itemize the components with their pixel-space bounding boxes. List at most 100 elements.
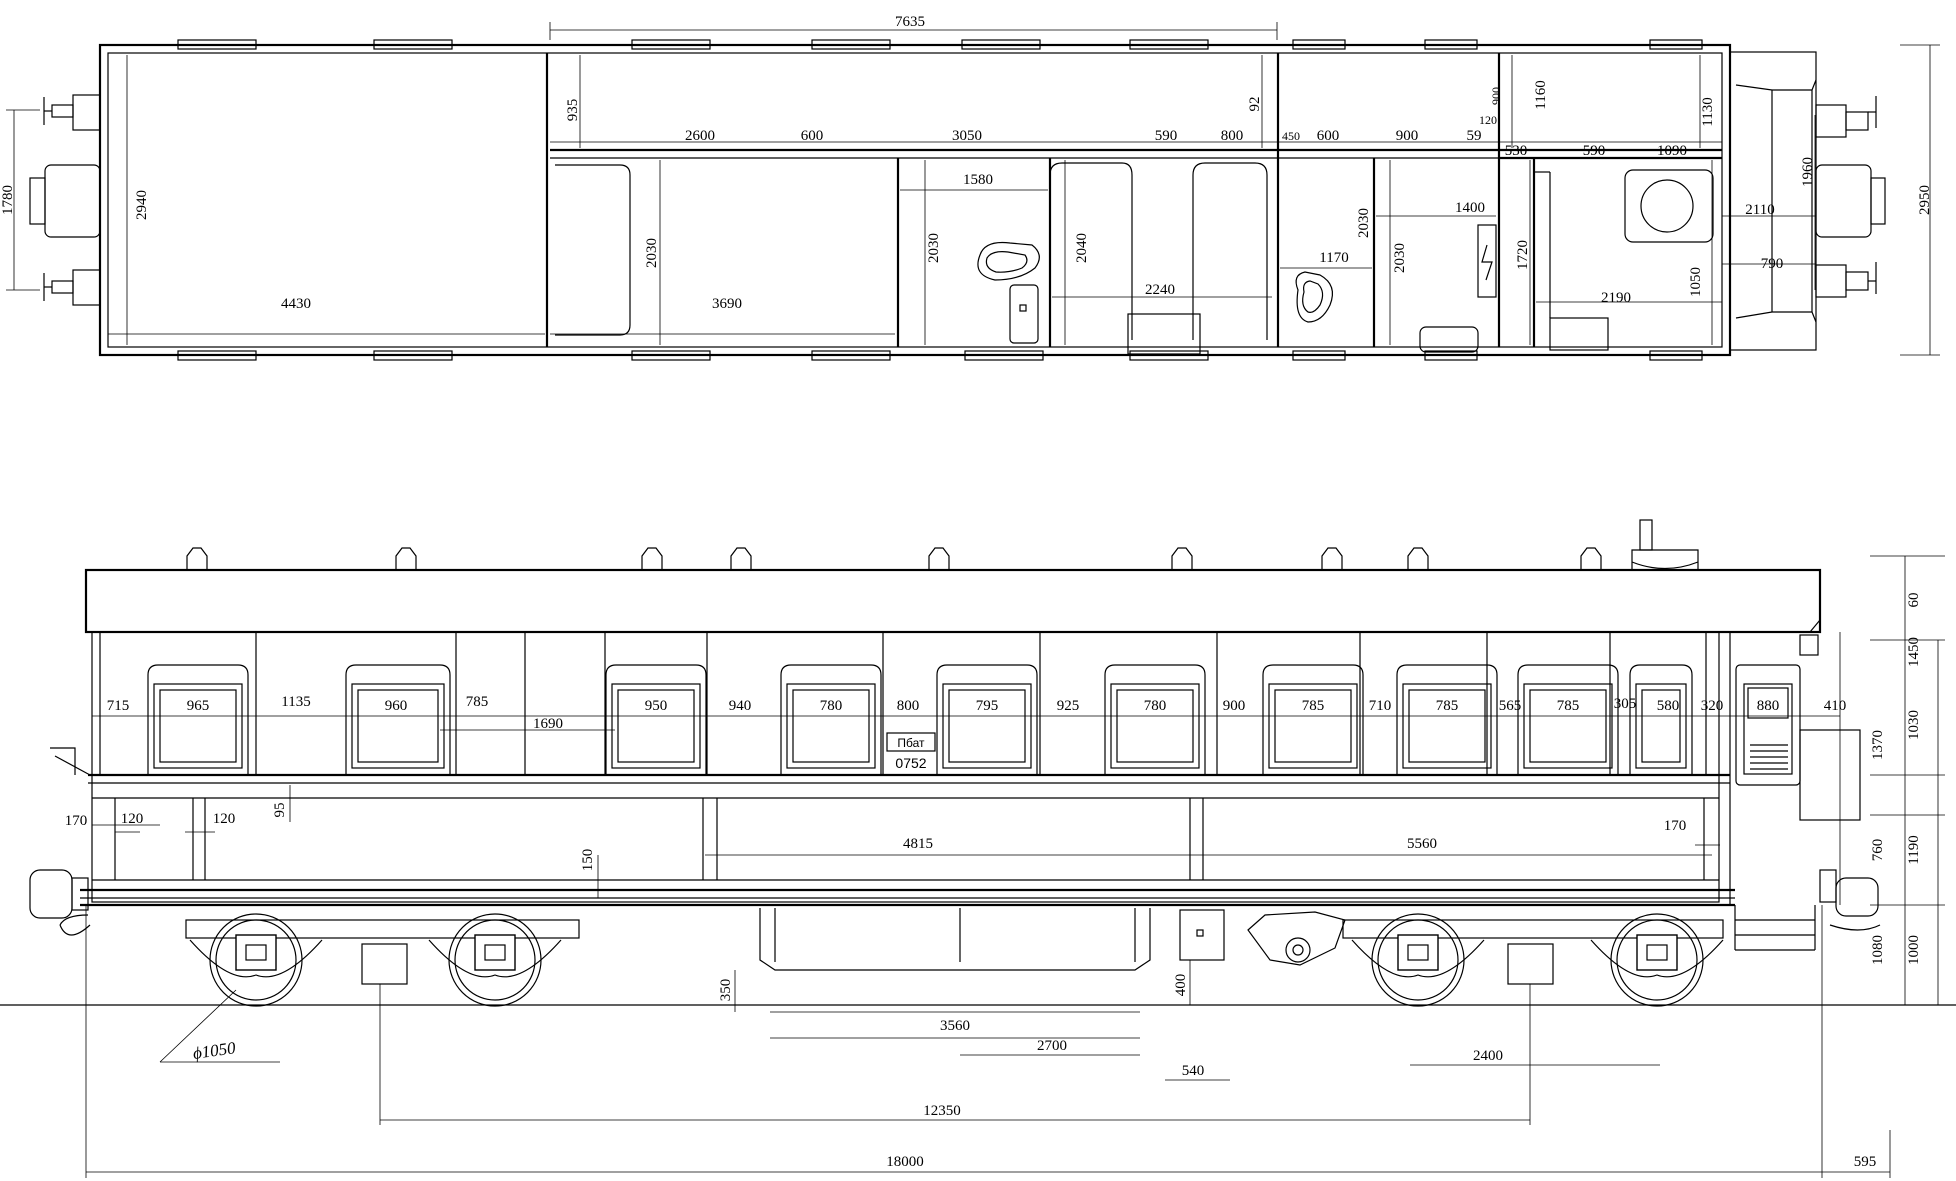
- window-dim: 965: [187, 698, 210, 714]
- number-plate: Пбат 0752: [886, 732, 936, 771]
- window-dim: 410: [1824, 698, 1847, 714]
- plan-dim: 2030: [926, 233, 942, 263]
- under-dim: 400: [1173, 974, 1189, 997]
- window-dim: 710: [1369, 698, 1392, 714]
- plan-dim: 2950: [1917, 185, 1933, 215]
- wheel-diameter-label: ϕ1050: [192, 1038, 238, 1063]
- plan-dim: 2030: [1392, 243, 1408, 273]
- height-dim: 60: [1906, 593, 1922, 608]
- plan-dim: 1170: [1319, 250, 1348, 266]
- plan-dim: 1050: [1688, 267, 1704, 297]
- plan-view: 7635 935 92 900 1160 1130 2600 600 3050 …: [0, 14, 1940, 361]
- window-dim: 780: [820, 698, 843, 714]
- lower-dim: 120: [213, 811, 236, 827]
- plan-dim: 2030: [644, 238, 660, 268]
- window-dim: 785: [1557, 698, 1580, 714]
- plan-dim: 1580: [963, 172, 993, 188]
- elevation-body: [91, 631, 1720, 903]
- under-dim: 3560: [940, 1018, 970, 1034]
- plan-dim: 1780: [0, 185, 16, 215]
- under-dim: 2400: [1473, 1048, 1503, 1064]
- window-dim: 715: [107, 698, 130, 714]
- height-dim: 1000: [1906, 935, 1922, 965]
- plan-dim: 590: [1583, 143, 1606, 159]
- plan-dim: 2600: [685, 128, 715, 144]
- plan-dim: 1400: [1455, 200, 1485, 216]
- height-dim: 760: [1870, 839, 1886, 862]
- window-dim: 785: [1302, 698, 1325, 714]
- under-dim: 2700: [1037, 1038, 1067, 1054]
- plan-dim: 2240: [1145, 282, 1175, 298]
- window-dim: 785: [466, 694, 489, 710]
- under-dim: 350: [718, 979, 734, 1002]
- window-dim: 900: [1223, 698, 1246, 714]
- lower-dim: 120: [121, 811, 144, 827]
- side-elevation: Пбат 0752: [0, 519, 1956, 1178]
- window-dim: 960: [385, 698, 408, 714]
- plan-dim: 1720: [1515, 240, 1531, 270]
- window-dim: 1135: [281, 694, 310, 710]
- plan-dim: 7635: [895, 14, 925, 30]
- plan-dim: 1960: [1800, 157, 1816, 187]
- window-dimension-labels: 715 965 1135 960 785 1690 950 940 780 80…: [107, 694, 1847, 732]
- underframe-dimension-labels: 350 400 3560 2700 540 2400 12350: [718, 974, 1503, 1119]
- plan-dim: 2030: [1356, 208, 1372, 238]
- plan-dim: 3690: [712, 296, 742, 312]
- plan-dim: 530: [1505, 143, 1528, 159]
- lower-dim: 170: [1664, 818, 1687, 834]
- height-dimension-labels: 60 1450 1030 1370 760 1190 1080 1000: [1870, 593, 1922, 966]
- window-dim: 305: [1614, 696, 1637, 712]
- plan-dim: 59: [1467, 128, 1482, 144]
- plate-label: Пбат: [897, 736, 925, 750]
- end-overhang-label: 595: [1854, 1154, 1877, 1170]
- plan-dim: 450: [1282, 129, 1300, 143]
- lower-dim: 150: [580, 849, 596, 872]
- under-dim: 540: [1182, 1063, 1205, 1079]
- window-dim: 580: [1657, 698, 1680, 714]
- window-dim: 565: [1499, 698, 1522, 714]
- plan-body-outer: [98, 43, 1732, 357]
- window-dim: 320: [1701, 698, 1724, 714]
- plan-dim: 1160: [1533, 80, 1549, 109]
- window-dim: 950: [645, 698, 668, 714]
- window-dim: 940: [729, 698, 752, 714]
- plan-dim: 800: [1221, 128, 1244, 144]
- lower-dim: 95: [272, 803, 288, 818]
- plan-dim: 900: [1396, 128, 1419, 144]
- window-dim: 780: [1144, 698, 1167, 714]
- plan-dim: 92: [1247, 97, 1263, 112]
- height-dim: 1450: [1906, 637, 1922, 667]
- window-dim: 785: [1436, 698, 1459, 714]
- plan-dim: 3050: [952, 128, 982, 144]
- lower-dim: 4815: [903, 836, 933, 852]
- overall-length-label: 18000: [886, 1154, 924, 1170]
- window-dim: 1690: [533, 716, 563, 732]
- plan-dim: 2040: [1074, 233, 1090, 263]
- plan-dim: 900: [1489, 87, 1503, 105]
- plan-dim: 2940: [134, 190, 150, 220]
- plan-dim: 1090: [1657, 143, 1687, 159]
- height-dim: 1080: [1870, 935, 1886, 965]
- plan-dim: 935: [565, 99, 581, 122]
- plan-dim: 1130: [1700, 97, 1716, 126]
- plan-body-inner: [107, 52, 1723, 348]
- plate-number: 0752: [895, 755, 926, 771]
- plan-dim: 2110: [1745, 202, 1774, 218]
- plan-dim: 600: [1317, 128, 1340, 144]
- plan-dim: 120: [1479, 113, 1497, 127]
- plan-dimension-labels: 7635 935 92 900 1160 1130 2600 600 3050 …: [0, 14, 1933, 312]
- under-dim: 12350: [923, 1103, 961, 1119]
- lower-dimension-labels: 170 120 120 95 150 4815 5560 170: [65, 803, 1687, 872]
- plan-dim: 4430: [281, 296, 311, 312]
- plan-dim: 590: [1155, 128, 1178, 144]
- plan-dim: 600: [801, 128, 824, 144]
- window-dim: 795: [976, 698, 999, 714]
- height-dim: 1190: [1906, 835, 1922, 864]
- elevation-roof: [84, 568, 1822, 634]
- window-dim: 880: [1757, 698, 1780, 714]
- lower-dim: 5560: [1407, 836, 1437, 852]
- plan-dim: 790: [1761, 256, 1784, 272]
- height-dim: 1030: [1906, 710, 1922, 740]
- window-dim: 800: [897, 698, 920, 714]
